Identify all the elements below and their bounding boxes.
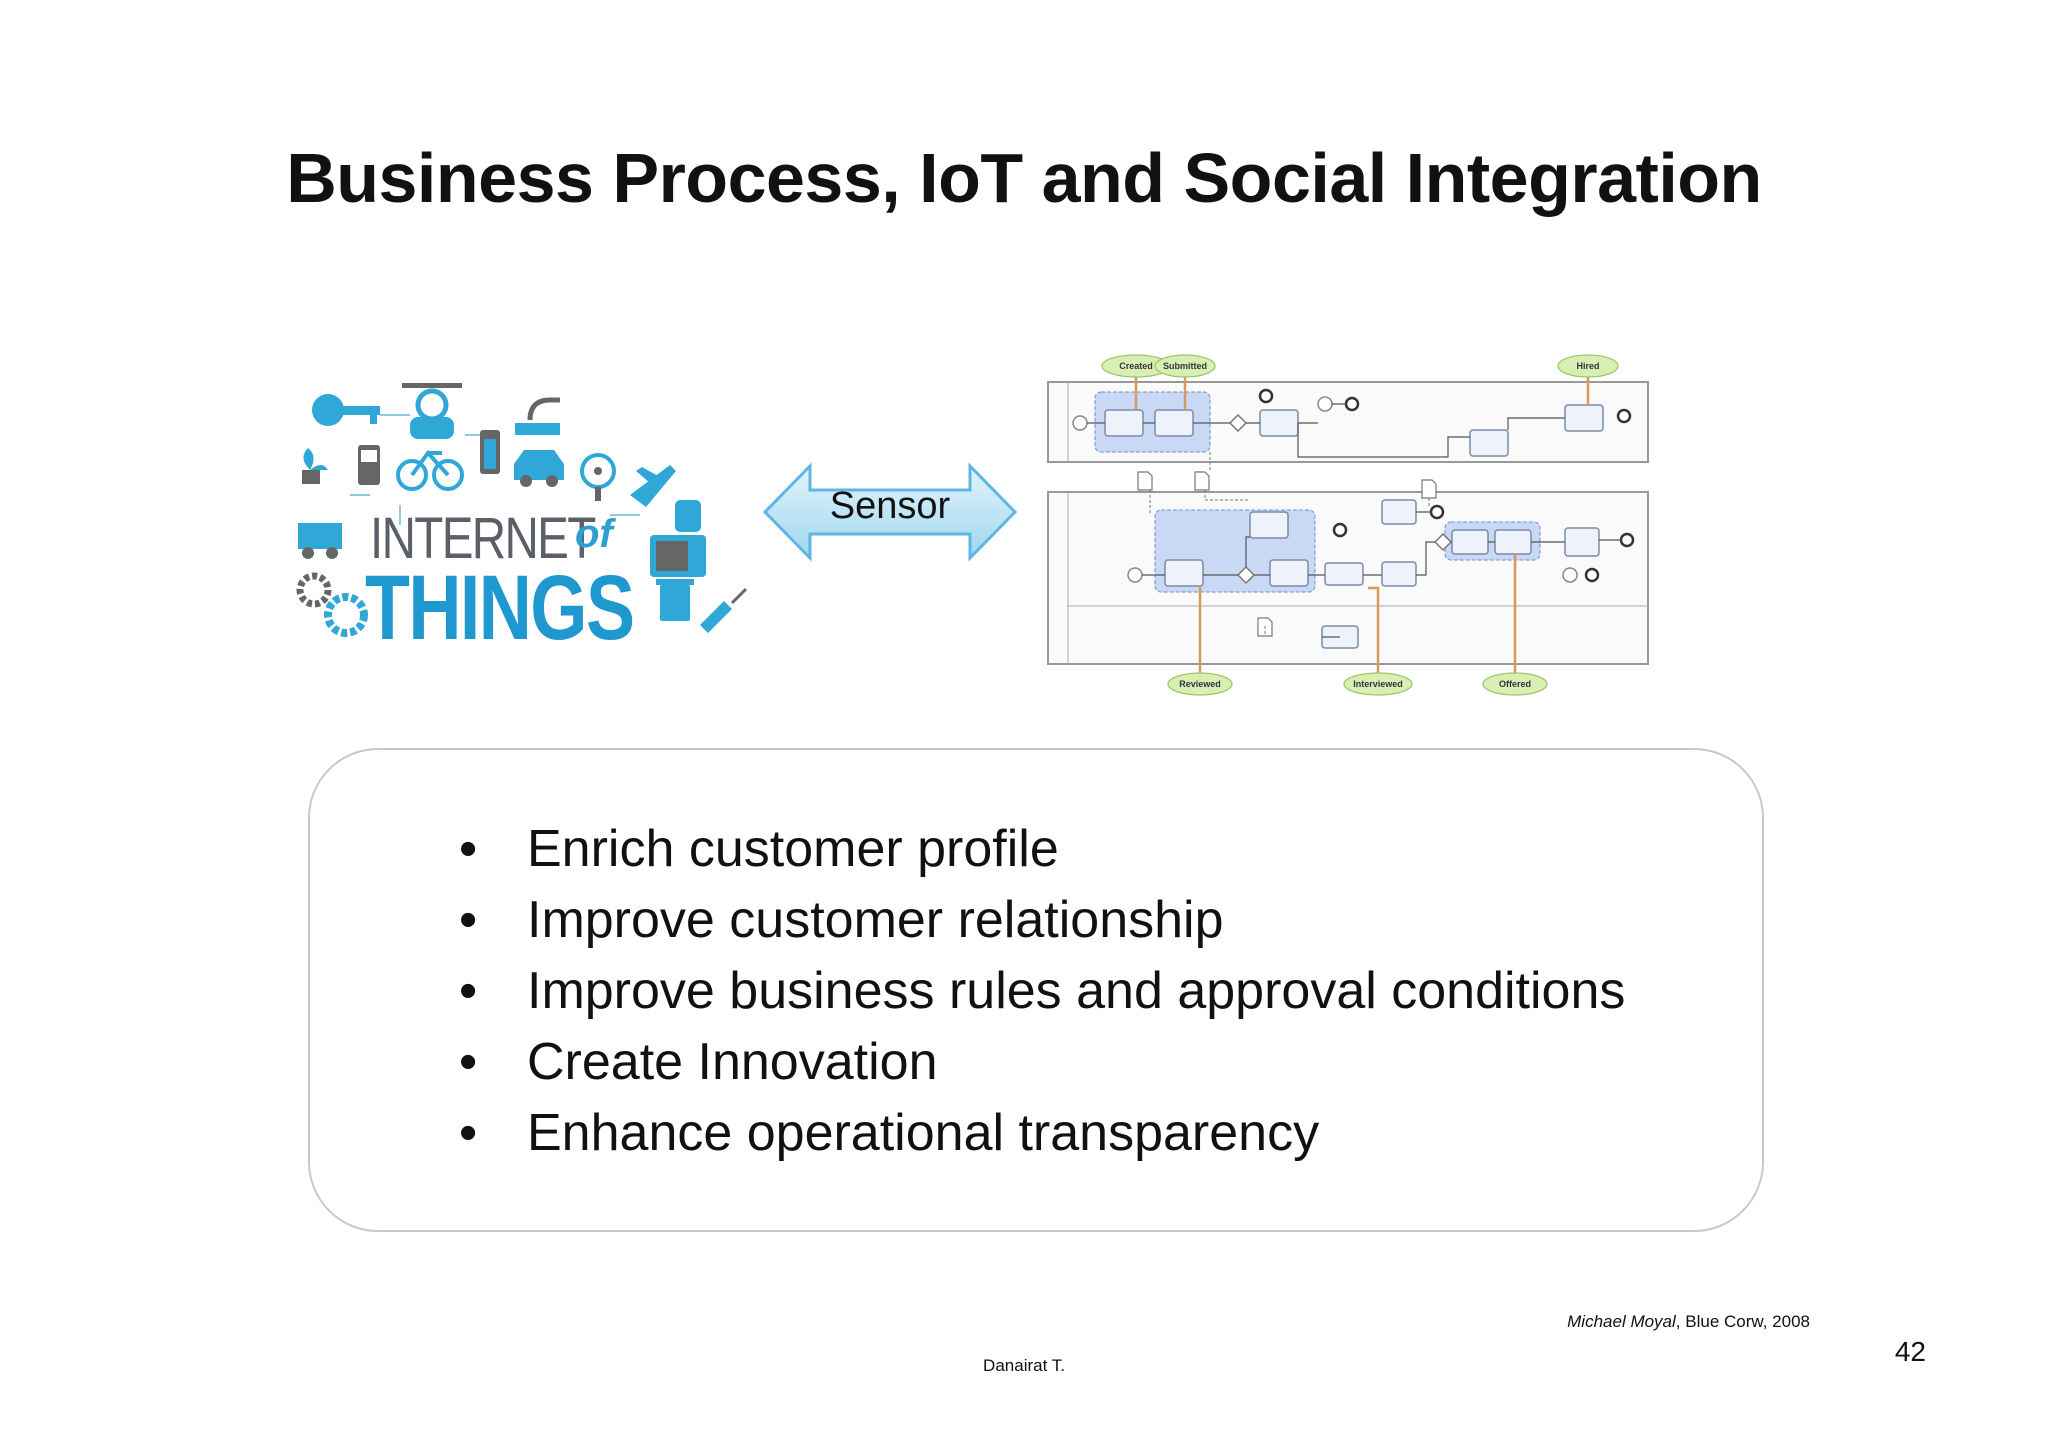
page-number: 42 (1894, 1336, 1926, 1367)
milestone-submitted: Submitted (1163, 361, 1207, 371)
milestone-created: Created (1119, 361, 1153, 371)
faucet-icon (515, 397, 560, 435)
gear-icon (296, 572, 368, 637)
plug-icon (700, 587, 748, 633)
microwave-icon (650, 535, 706, 577)
fan-icon (580, 453, 616, 501)
plant-icon (302, 448, 328, 484)
car-icon (514, 450, 564, 487)
milestone-offered: Offered (1499, 679, 1531, 689)
benefit-item: Enhance operational transparency (455, 1098, 1625, 1169)
citation-source: , Blue Corw, 2008 (1675, 1312, 1810, 1331)
battery-icon (480, 430, 500, 474)
watch-icon (675, 500, 701, 532)
subprocess-group (1094, 391, 1211, 453)
iot-logo-things: THINGS (365, 557, 635, 659)
double-arrow-icon (762, 462, 1018, 562)
bicycle-icon (396, 449, 464, 491)
citation-author: Michael Moyal (1567, 1312, 1676, 1331)
phone-icon (358, 445, 380, 485)
internet-of-things-illustration (296, 383, 748, 637)
benefit-item: Improve customer relationship (455, 885, 1625, 956)
iot-logo-of: of (575, 512, 613, 556)
airplane-icon (630, 465, 676, 507)
business-process-diagram: Created Submitted Hired Reviewed Intervi… (1047, 354, 1649, 696)
iot-logo-internet: INTERNET (370, 506, 596, 571)
slide-title: Business Process, IoT and Social Integra… (286, 139, 1762, 217)
footer-author: Danairat T. (983, 1356, 1065, 1375)
benefits-list: Enrich customer profile Improve customer… (455, 814, 1625, 1169)
milestone-interviewed: Interviewed (1353, 679, 1403, 689)
key-icon (312, 394, 380, 426)
milestone-reviewed: Reviewed (1179, 679, 1221, 689)
citation: Michael Moyal, Blue Corw, 2008 (1450, 1312, 1810, 1332)
benefit-item: Improve business rules and approval cond… (455, 956, 1625, 1027)
sensor-label: Sensor (829, 485, 951, 527)
benefits-box (308, 748, 1764, 1232)
trash-icon (656, 579, 694, 621)
milestone-hired: Hired (1576, 361, 1599, 371)
benefit-item: Create Innovation (455, 1027, 1625, 1098)
benefit-item: Enrich customer profile (455, 814, 1625, 885)
train-icon (298, 523, 342, 559)
robot-icon (402, 383, 462, 439)
